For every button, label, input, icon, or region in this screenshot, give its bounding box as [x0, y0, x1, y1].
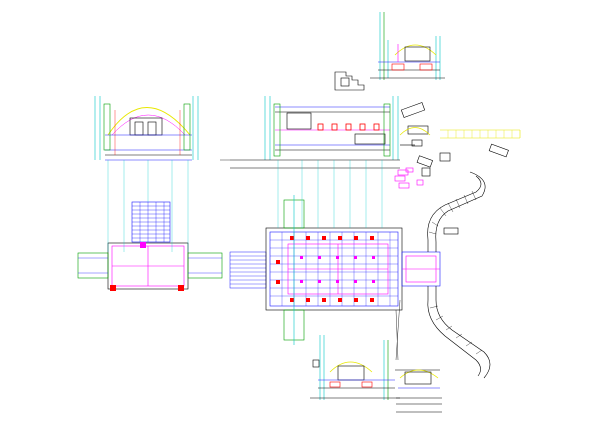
- bottom-right-detail-view: [310, 335, 442, 413]
- leader-lines: [220, 159, 401, 361]
- conveyor-curve: [427, 171, 491, 379]
- loose-parts-cluster: [394, 102, 509, 189]
- left-elevation-view: [94, 96, 199, 161]
- stair-detail: [334, 71, 365, 91]
- left-plan-view: [77, 201, 223, 291]
- main-plan-view: [265, 195, 441, 345]
- top-right-detail-view: [370, 12, 445, 80]
- projection-lines: [107, 160, 383, 252]
- right-conveyor-run: [440, 129, 521, 139]
- center-elevation-view: [230, 96, 415, 169]
- transfer-conveyor: [229, 251, 267, 289]
